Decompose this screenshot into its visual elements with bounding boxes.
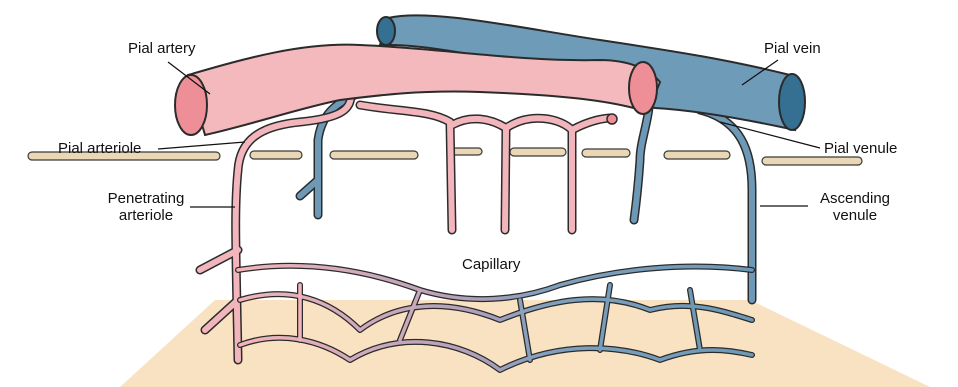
pial-venule-label: Pial venule xyxy=(824,140,897,157)
penetrating-arteriole-label-line2: arteriole xyxy=(96,207,196,224)
pial-artery-label: Pial artery xyxy=(128,40,196,57)
penetrating-arteriole-label: Penetrating arteriole xyxy=(96,190,196,224)
ascending-venule-label-line2: venule xyxy=(810,207,900,224)
pial-arteriole-label: Pial arteriole xyxy=(58,140,141,157)
penetrating-arteriole-label-line1: Penetrating xyxy=(96,190,196,207)
ascending-venule-label: Ascending venule xyxy=(810,190,900,224)
ascending-venule-label-line1: Ascending xyxy=(810,190,900,207)
capillary-label: Capillary xyxy=(462,256,520,273)
pial-vein-label: Pial vein xyxy=(764,40,821,57)
pia-surface-layer xyxy=(28,148,862,165)
